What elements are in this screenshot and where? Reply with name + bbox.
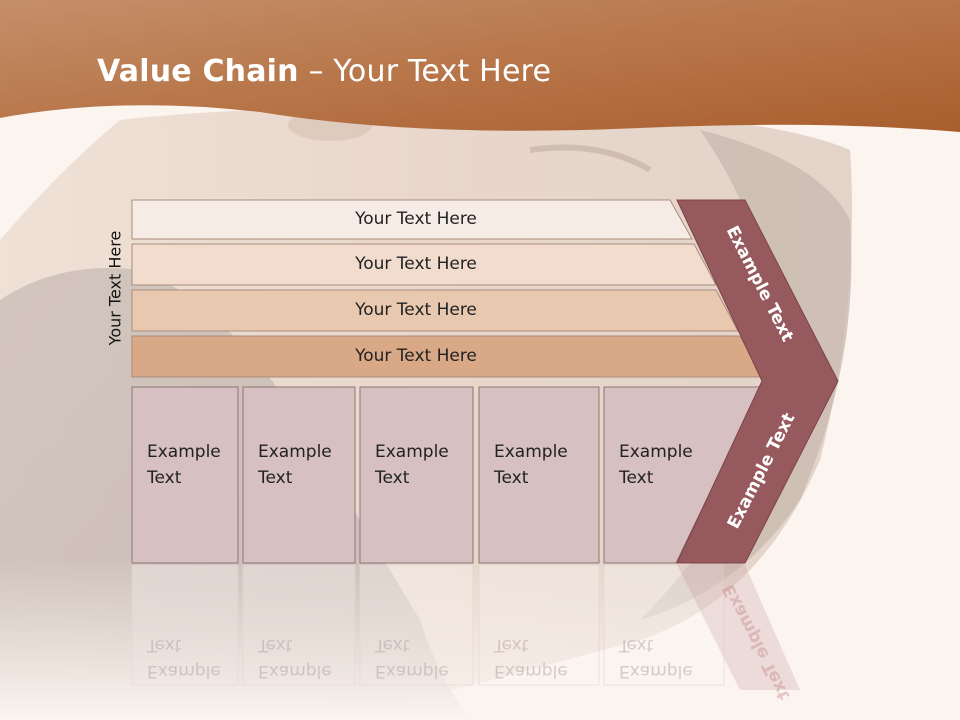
slide-title: Value Chain – Your Text Here [97, 54, 551, 89]
value-row-label: Your Text Here [355, 208, 477, 229]
activity-box [603, 386, 762, 564]
value-row-shape [131, 243, 717, 286]
activity-box [478, 386, 600, 564]
activity-box [131, 386, 239, 564]
value-row-shape [131, 199, 693, 240]
value-row-label: Your Text Here [355, 253, 477, 274]
activity-box [359, 386, 474, 564]
value-row-label: Your Text Here [355, 345, 477, 366]
header-band [0, 0, 960, 132]
margin-chevron [676, 199, 839, 564]
value-row-label: Your Text Here [355, 299, 477, 320]
title-rest: – Your Text Here [298, 54, 552, 89]
title-bold: Value Chain [97, 54, 299, 89]
activity-box [242, 386, 356, 564]
